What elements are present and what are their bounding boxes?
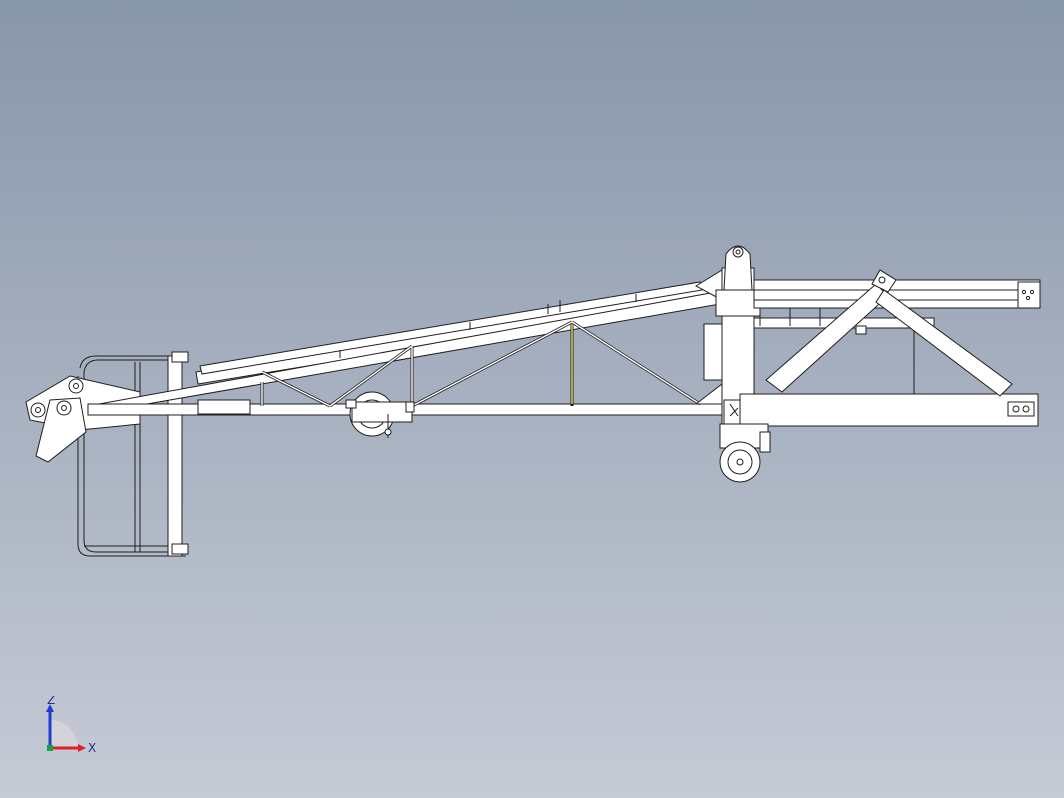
pulley	[345, 391, 415, 438]
base-joint	[723, 399, 741, 427]
post-cap-top	[171, 351, 189, 363]
post-cap-bottom	[171, 543, 189, 555]
bracket	[197, 399, 251, 415]
lifting-lug	[723, 245, 753, 291]
z-axis-label: Z	[47, 696, 55, 707]
triad-quadrant	[50, 720, 78, 748]
railing-frame	[77, 355, 186, 557]
base-plate	[1007, 401, 1035, 417]
hinge-plate-lower	[35, 397, 87, 463]
wheel-assembly	[719, 423, 771, 483]
triad-origin	[47, 745, 53, 751]
lattice-bracing-fill	[261, 321, 701, 407]
x-axis-arrowhead	[78, 744, 86, 752]
vertical-post	[167, 355, 183, 557]
column-flange	[715, 289, 761, 317]
axis-triad: Z X	[46, 696, 96, 755]
z-axis-arrowhead	[46, 704, 54, 712]
gusset-bottom	[694, 382, 723, 405]
base-beam	[739, 393, 1039, 427]
crane-model[interactable]	[25, 245, 1041, 557]
a-frame	[765, 269, 1013, 397]
x-axis-label: X	[88, 741, 96, 755]
